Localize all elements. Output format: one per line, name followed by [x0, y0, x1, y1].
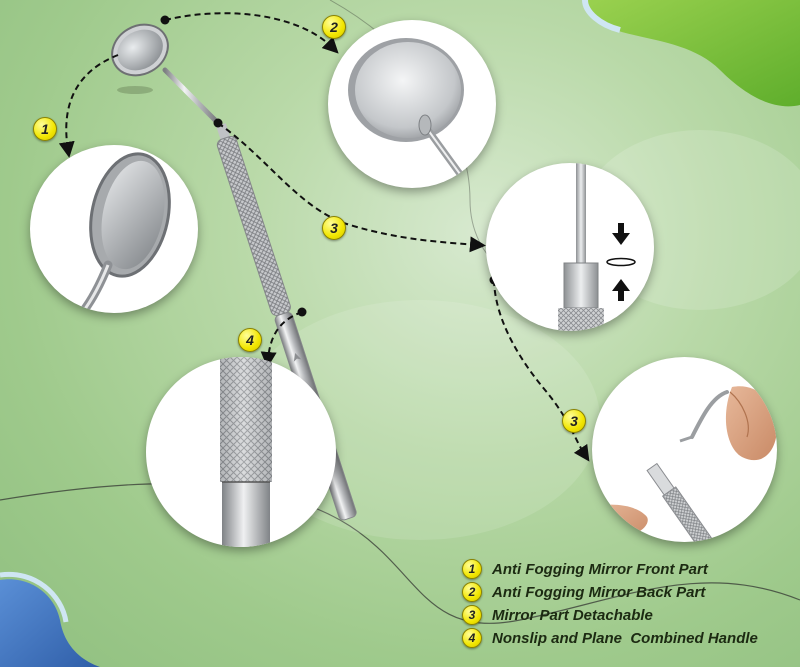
legend-badge-3: 3: [462, 605, 482, 625]
detail-circle-detach: [486, 163, 654, 331]
legend-row-4: 4 Nonslip and Plane Combined Handle: [462, 627, 792, 649]
legend-label-2: Anti Fogging Mirror Back Part: [492, 583, 706, 601]
detail-circle-front: [30, 145, 198, 313]
mirror-back-image: [348, 38, 472, 188]
arrow-to-front-view: [58, 54, 119, 158]
hand-detaching-image: [592, 386, 777, 542]
legend-row-2: 2 Anti Fogging Mirror Back Part: [462, 581, 792, 603]
legend-label-1: Anti Fogging Mirror Front Part: [492, 560, 708, 578]
callout-badge-2: 2: [322, 15, 346, 39]
legend-badge-1: 1: [462, 559, 482, 579]
legend-label-4: Nonslip and Plane Combined Handle: [492, 629, 758, 647]
callout-badge-3-top: 3: [322, 216, 346, 240]
arrow-down-icon: [612, 223, 630, 245]
feature-legend: 1 Anti Fogging Mirror Front Part 2 Anti …: [462, 558, 792, 650]
legend-row-3: 3 Mirror Part Detachable: [462, 604, 792, 626]
arrow-up-icon: [612, 279, 630, 301]
callout-badge-4: 4: [238, 328, 262, 352]
arrow-to-detach-view: [217, 122, 486, 253]
detach-junction-image: [558, 163, 636, 331]
mirror-front-image: [77, 152, 171, 313]
callout-badge-1: 1: [33, 117, 57, 141]
handle-closeup-image: [220, 357, 272, 547]
arrow-to-back-view: [164, 12, 339, 54]
detail-circle-back: [328, 20, 496, 188]
top-right-blob: [585, 0, 800, 107]
detail-circle-handle: [146, 357, 336, 547]
detail-circle-hand: [592, 357, 777, 542]
bottom-left-blob: [0, 579, 100, 667]
callout-badge-3-bottom: 3: [562, 409, 586, 433]
legend-badge-4: 4: [462, 628, 482, 648]
arrow-to-hand-view: [493, 279, 590, 462]
legend-label-3: Mirror Part Detachable: [492, 606, 653, 624]
legend-row-1: 1 Anti Fogging Mirror Front Part: [462, 558, 792, 580]
arrow-to-handle-view: [260, 311, 303, 368]
bottom-left-blob-edge: [0, 571, 69, 623]
legend-badge-2: 2: [462, 582, 482, 602]
top-right-blob-edge: [582, 0, 621, 33]
